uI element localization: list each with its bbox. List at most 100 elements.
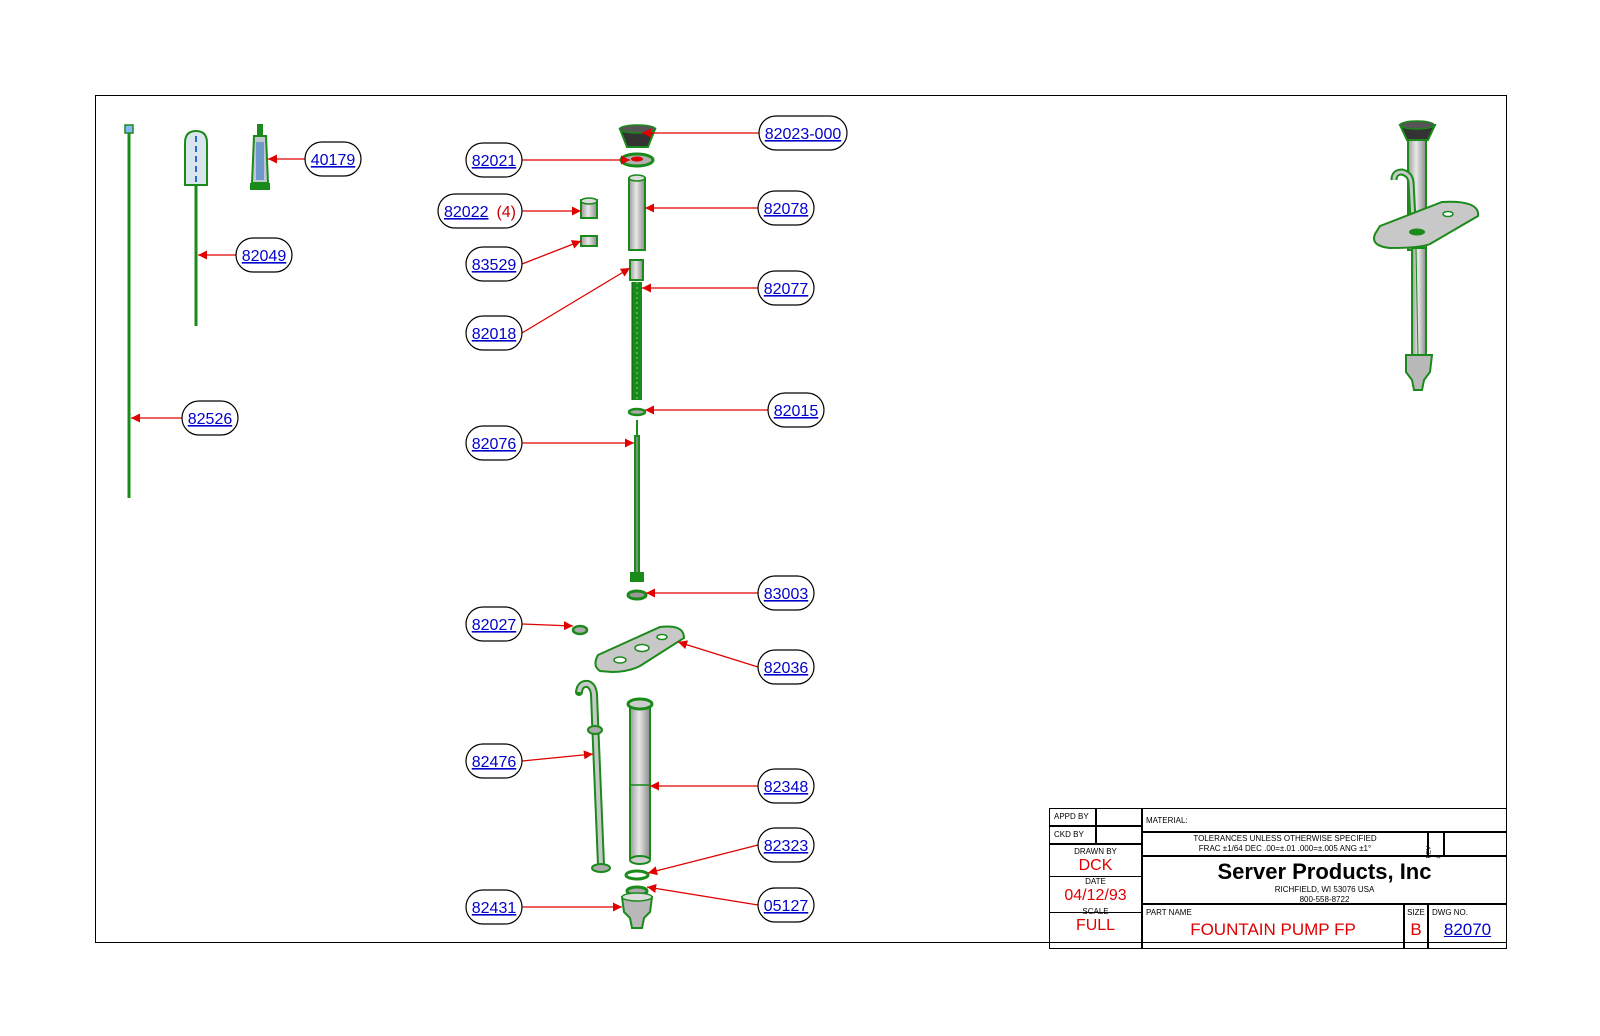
callout-balloon: [757, 575, 815, 611]
callout-label: 82027: [472, 617, 517, 634]
date-value: 04/12/93: [1064, 887, 1127, 904]
callout-balloon: [304, 141, 362, 177]
part-82036-plate: [594, 625, 686, 674]
callout-82023-000[interactable]: 82023-000: [758, 115, 848, 151]
leader-82036: [677, 640, 759, 668]
dwg-no-value: 82070: [1443, 920, 1492, 939]
callout-balloon: [465, 606, 523, 642]
tolerances: TOLERANCES UNLESS OTHERWISE SPECIFIED FR…: [1142, 832, 1428, 856]
callout-83529[interactable]: 83529: [465, 246, 523, 282]
callout-label: 05127: [764, 898, 809, 915]
callout-balloon: [767, 392, 825, 428]
callout-label: 82018: [472, 326, 517, 343]
callout-label: 83003: [764, 586, 809, 603]
size-label: SIZE: [1407, 908, 1425, 917]
date-label: DATE: [1085, 877, 1106, 886]
callout-balloon: [757, 768, 815, 804]
callout-balloon: [757, 649, 815, 685]
callout-83003[interactable]: 83003: [757, 575, 815, 611]
part-82076-shaft: [630, 420, 644, 582]
callout-05127[interactable]: 05127: [757, 887, 815, 923]
divider: [1049, 876, 1142, 877]
callout-82027[interactable]: 82027: [465, 606, 523, 642]
company-phone: 800-558-8722: [1299, 895, 1350, 904]
callout-82431[interactable]: 82431: [465, 889, 523, 925]
callout-82323[interactable]: 82323: [757, 827, 815, 863]
callout-82476[interactable]: 82476: [465, 743, 523, 779]
tolerances-line-2: FRAC ±1/64 DEC .00=±.01 .000=±.005 ANG ±…: [1198, 844, 1372, 853]
callout-82526[interactable]: 82526: [181, 400, 239, 436]
size-value: B: [1410, 920, 1422, 939]
part-82323-oring: [624, 869, 650, 881]
callout-quantity: (4): [496, 204, 516, 221]
leader-lines: [131, 128, 768, 912]
part-82027-fitting: [571, 624, 589, 636]
callout-label: 82348: [764, 779, 809, 796]
leader-82476: [521, 750, 594, 762]
callout-label: 82077: [764, 281, 809, 298]
callout-label: 82022: [444, 204, 489, 221]
leader-82323: [647, 844, 759, 876]
rev-cell: REV #: [1427, 832, 1444, 859]
callout-label: 82526: [188, 411, 233, 428]
drawing-frame: [95, 95, 1507, 943]
callout-82021[interactable]: 82021: [465, 142, 523, 178]
callout-label: 82023-000: [765, 126, 842, 143]
callout-82077[interactable]: 82077: [757, 270, 815, 306]
part-82022-bushing: [580, 197, 598, 219]
part-82348-cylinder: [626, 697, 654, 865]
part-82049-brush: [184, 129, 208, 326]
callout-82036[interactable]: 82036: [757, 649, 815, 685]
callout-balloon: [465, 142, 523, 178]
dwg-no-label: DWG NO.: [1432, 908, 1468, 917]
callout-82018[interactable]: 82018: [465, 315, 523, 351]
callout-balloons: 82023-000 82021 82022 (4) 83529 82078 82077 820…: [181, 115, 848, 925]
part-name-label: PART NAME: [1146, 908, 1192, 917]
callout-balloon: [465, 315, 523, 351]
leader-82027: [521, 621, 574, 631]
part-82023-000-knob: [618, 124, 657, 148]
callout-82348[interactable]: 82348: [757, 768, 815, 804]
material-label: MATERIAL:: [1142, 808, 1507, 832]
leader-05127: [646, 883, 759, 906]
ckd-by-label: CKD BY: [1049, 826, 1096, 844]
dwg-no-cell: DWG NO. 82070: [1428, 904, 1507, 949]
appd-by-label: APPD BY: [1049, 808, 1096, 826]
callout-82078[interactable]: 82078: [757, 190, 815, 226]
part-82476-spout-tube: [575, 679, 611, 873]
part-40179-lubricant-tube: [250, 124, 270, 190]
appd-by-value: [1096, 808, 1142, 826]
callout-label: 82323: [764, 838, 809, 855]
callout-label: 82036: [764, 660, 809, 677]
callout-82022[interactable]: 82022 (4): [437, 193, 523, 229]
callout-label: 82076: [472, 436, 517, 453]
callout-label: 82431: [472, 900, 517, 917]
callout-label: 82015: [774, 403, 819, 420]
drawn-info-cell: DRAWN BY DCK DATE 04/12/93 SCALE FULL: [1049, 844, 1142, 949]
callout-label: 82078: [764, 201, 809, 218]
callout-40179[interactable]: 40179: [304, 141, 362, 177]
part-82015-washer: [627, 407, 647, 417]
callout-balloon: [758, 115, 848, 151]
drawn-by-label: DRAWN BY: [1074, 847, 1117, 856]
assembled-pump-view: [1373, 120, 1480, 391]
part-83003-seal: [626, 589, 648, 601]
callout-82049[interactable]: 82049: [235, 237, 293, 273]
callout-balloon: [757, 887, 815, 923]
callout-label: 82021: [472, 153, 517, 170]
callout-82076[interactable]: 82076: [465, 425, 523, 461]
callout-balloon: [757, 270, 815, 306]
part-82526-rod: [124, 124, 134, 498]
callout-balloon: [465, 743, 523, 779]
callout-balloon: [757, 827, 815, 863]
company-cell: Server Products, Inc RICHFIELD, WI 53076…: [1142, 856, 1507, 904]
part-name-value: FOUNTAIN PUMP FP: [1190, 920, 1356, 939]
part-83529-spacer: [580, 235, 598, 247]
callout-82015[interactable]: 82015: [767, 392, 825, 428]
drawn-by-value: DCK: [1078, 857, 1113, 874]
callout-balloon: [465, 246, 523, 282]
tolerances-line-1: TOLERANCES UNLESS OTHERWISE SPECIFIED: [1193, 834, 1377, 843]
scale-label: SCALE: [1082, 907, 1109, 916]
callout-label: 40179: [311, 152, 356, 169]
